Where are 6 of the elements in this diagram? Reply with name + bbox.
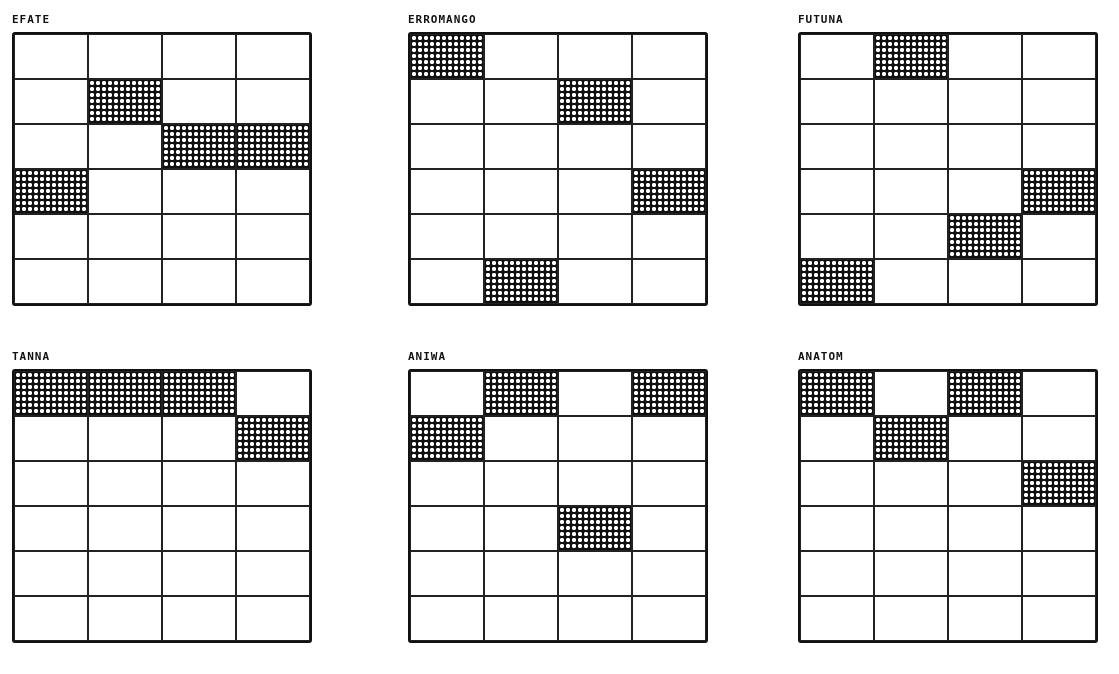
grid-title: ANATOM (798, 350, 844, 363)
grid-title: EFATE (12, 13, 51, 26)
grid-title: ERROMANGO (408, 13, 477, 26)
grid-title: TANNA (12, 350, 51, 363)
grid-title: FUTUNA (798, 13, 844, 26)
grid-title: ANIWA (408, 350, 447, 363)
